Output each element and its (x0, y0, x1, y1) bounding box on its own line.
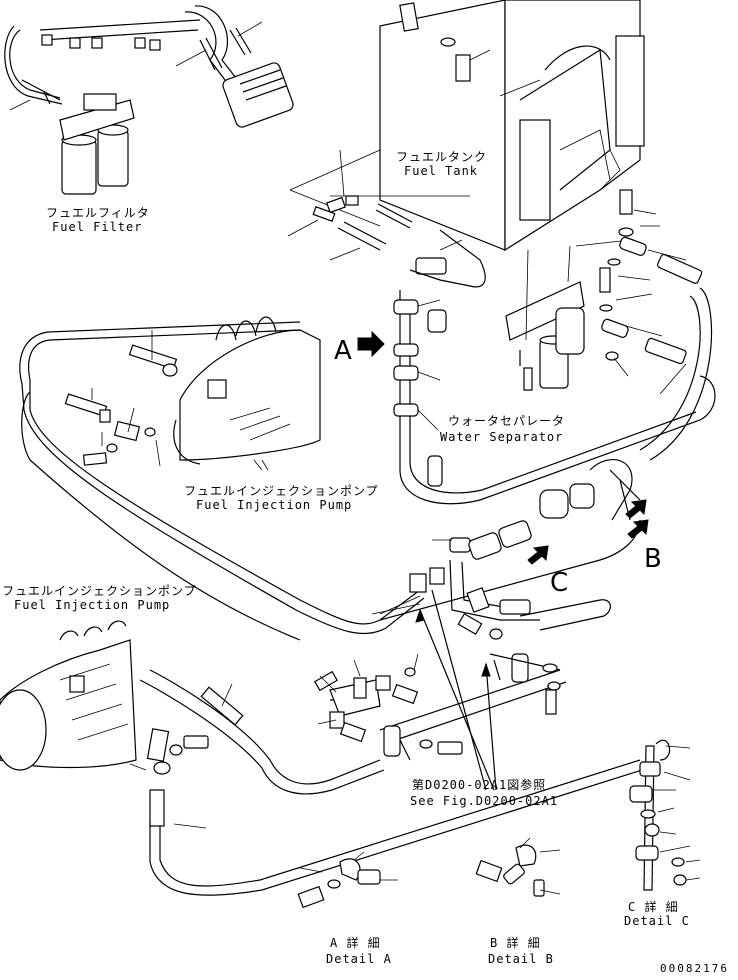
upper-left-bolts (64, 330, 178, 467)
center-brackets (314, 653, 463, 757)
fuel-tank-label-jp: フュエルタンク (396, 150, 488, 164)
right-fittings (599, 189, 713, 461)
water-separator-label-jp: ウォータセパレータ (448, 414, 566, 428)
fuel-filter-label-jp: フュエルフィルタ (46, 206, 150, 220)
center-clamps (379, 459, 641, 640)
fuel-injection-pump2-label-jp: フュエルインジェクションポンプ (2, 584, 197, 598)
water-separator-assembly (505, 239, 631, 391)
detail-a-label-en: Detail A (326, 952, 392, 966)
detail-c-label-jp: C 詳 細 (628, 900, 679, 914)
fuel-tank-assembly (379, 0, 645, 252)
see-fig-label-jp: 第D0200-02A1図参照 (412, 778, 547, 792)
lower-left-fittings (129, 683, 244, 829)
fuel-injection-pump-label-jp: フュエルインジェクションポンプ (184, 484, 379, 498)
fuel-filter-label-en: Fuel Filter (52, 220, 143, 234)
drawing-code: 00082176 (660, 962, 729, 975)
fuel-filter-assembly (4, 5, 294, 195)
fuel-tank-label-en: Fuel Tank (404, 164, 479, 178)
tank-fittings (287, 149, 486, 288)
fuel-injection-pump2-label-en: Fuel Injection Pump (14, 598, 171, 612)
view-marker-a: A (334, 336, 352, 366)
detail-b-drawing (475, 837, 561, 897)
see-fig-leaders (371, 589, 497, 791)
view-arrows (357, 330, 649, 565)
detail-a-label-jp: A 詳 細 (330, 936, 381, 950)
detail-a-drawing (297, 851, 398, 909)
line-clamps (393, 299, 447, 487)
fuel-injection-pump-label-en: Fuel Injection Pump (196, 498, 353, 512)
detail-c-drawing (629, 739, 701, 891)
fuel-lines (19, 290, 716, 896)
fuel-injection-pump-upper (173, 316, 321, 471)
view-marker-c: C (550, 568, 569, 598)
detail-c-label-en: Detail C (624, 914, 690, 928)
see-fig-label-en: See Fig.D0200-02A1 (410, 794, 559, 808)
detail-b-label-en: Detail B (488, 952, 554, 966)
detail-b-label-jp: B 詳 細 (490, 936, 541, 950)
water-separator-label-en: Water Separator (440, 430, 564, 444)
fuel-injection-pump-lower (0, 620, 137, 771)
view-marker-b: B (644, 544, 662, 574)
right-lower-bracket (489, 653, 561, 715)
